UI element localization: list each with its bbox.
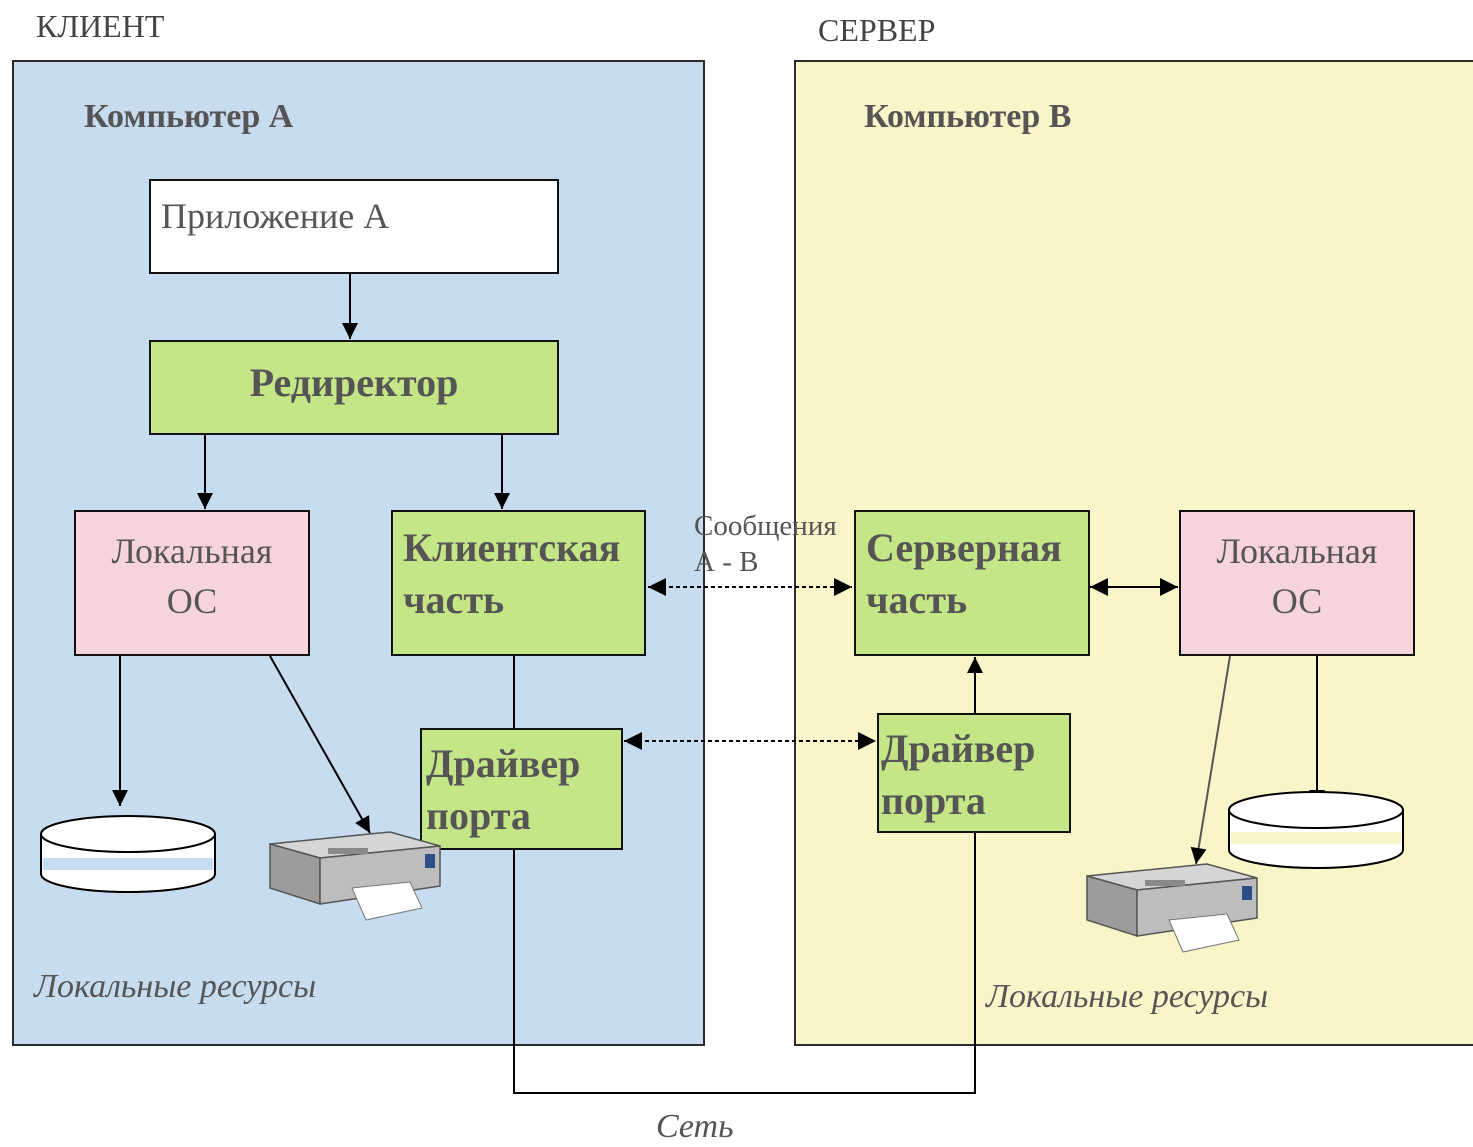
local-os-a-label-1: Локальная (111, 531, 273, 571)
printer-a-icon (269, 831, 441, 921)
redirector-label: Редиректор (249, 360, 459, 405)
disk-a-icon (40, 815, 216, 893)
server-part-label-2: часть (866, 577, 968, 622)
application-a-box: Приложение А (149, 179, 559, 274)
client-label: КЛИЕНТ (36, 8, 165, 44)
port-driver-a-label-2: порта (426, 793, 531, 838)
local-os-a-box: Локальная ОС (74, 510, 310, 656)
network-label: Сеть (656, 1108, 734, 1145)
client-part-label-2: часть (403, 577, 505, 622)
server-part-box: Серверная часть (854, 510, 1090, 656)
messages-label: Сообщения А - В (694, 508, 837, 580)
messages-label-2: А - В (694, 546, 759, 578)
printer-b-icon (1086, 863, 1258, 953)
port-driver-a-box: Драйвер порта (420, 728, 623, 850)
network-line (513, 833, 976, 1094)
arrow-local-os-b-to-printer (1190, 655, 1231, 865)
server-label: СЕРВЕР (818, 12, 936, 48)
local-os-b-label-2: ОС (1271, 581, 1323, 621)
arrow-local-os-a-to-printer (269, 655, 371, 834)
local-resources-a-label: Локальные ресурсы (34, 968, 317, 1005)
messages-label-1: Сообщения (694, 510, 837, 542)
local-os-a-label-2: ОС (166, 581, 218, 621)
redirector-box: Редиректор (149, 340, 559, 435)
port-driver-b-label-1: Драйвер (881, 726, 1036, 771)
application-a-label: Приложение А (161, 196, 390, 236)
computer-b-title: Компьютер В (864, 98, 1072, 135)
port-driver-b-label-2: порта (881, 778, 986, 823)
local-resources-b-label: Локальные ресурсы (986, 978, 1269, 1015)
port-driver-b-box: Драйвер порта (877, 713, 1071, 833)
client-part-box: Клиентская часть (391, 510, 646, 656)
disk-b-icon (1228, 791, 1404, 869)
server-part-label-1: Серверная (866, 525, 1062, 570)
local-os-b-box: Локальная ОС (1179, 510, 1415, 656)
client-part-label-1: Клиентская (403, 525, 621, 570)
local-os-b-label-1: Локальная (1216, 531, 1378, 571)
port-driver-a-label-1: Драйвер (426, 741, 581, 786)
computer-a-title: Компьютер А (84, 98, 294, 135)
